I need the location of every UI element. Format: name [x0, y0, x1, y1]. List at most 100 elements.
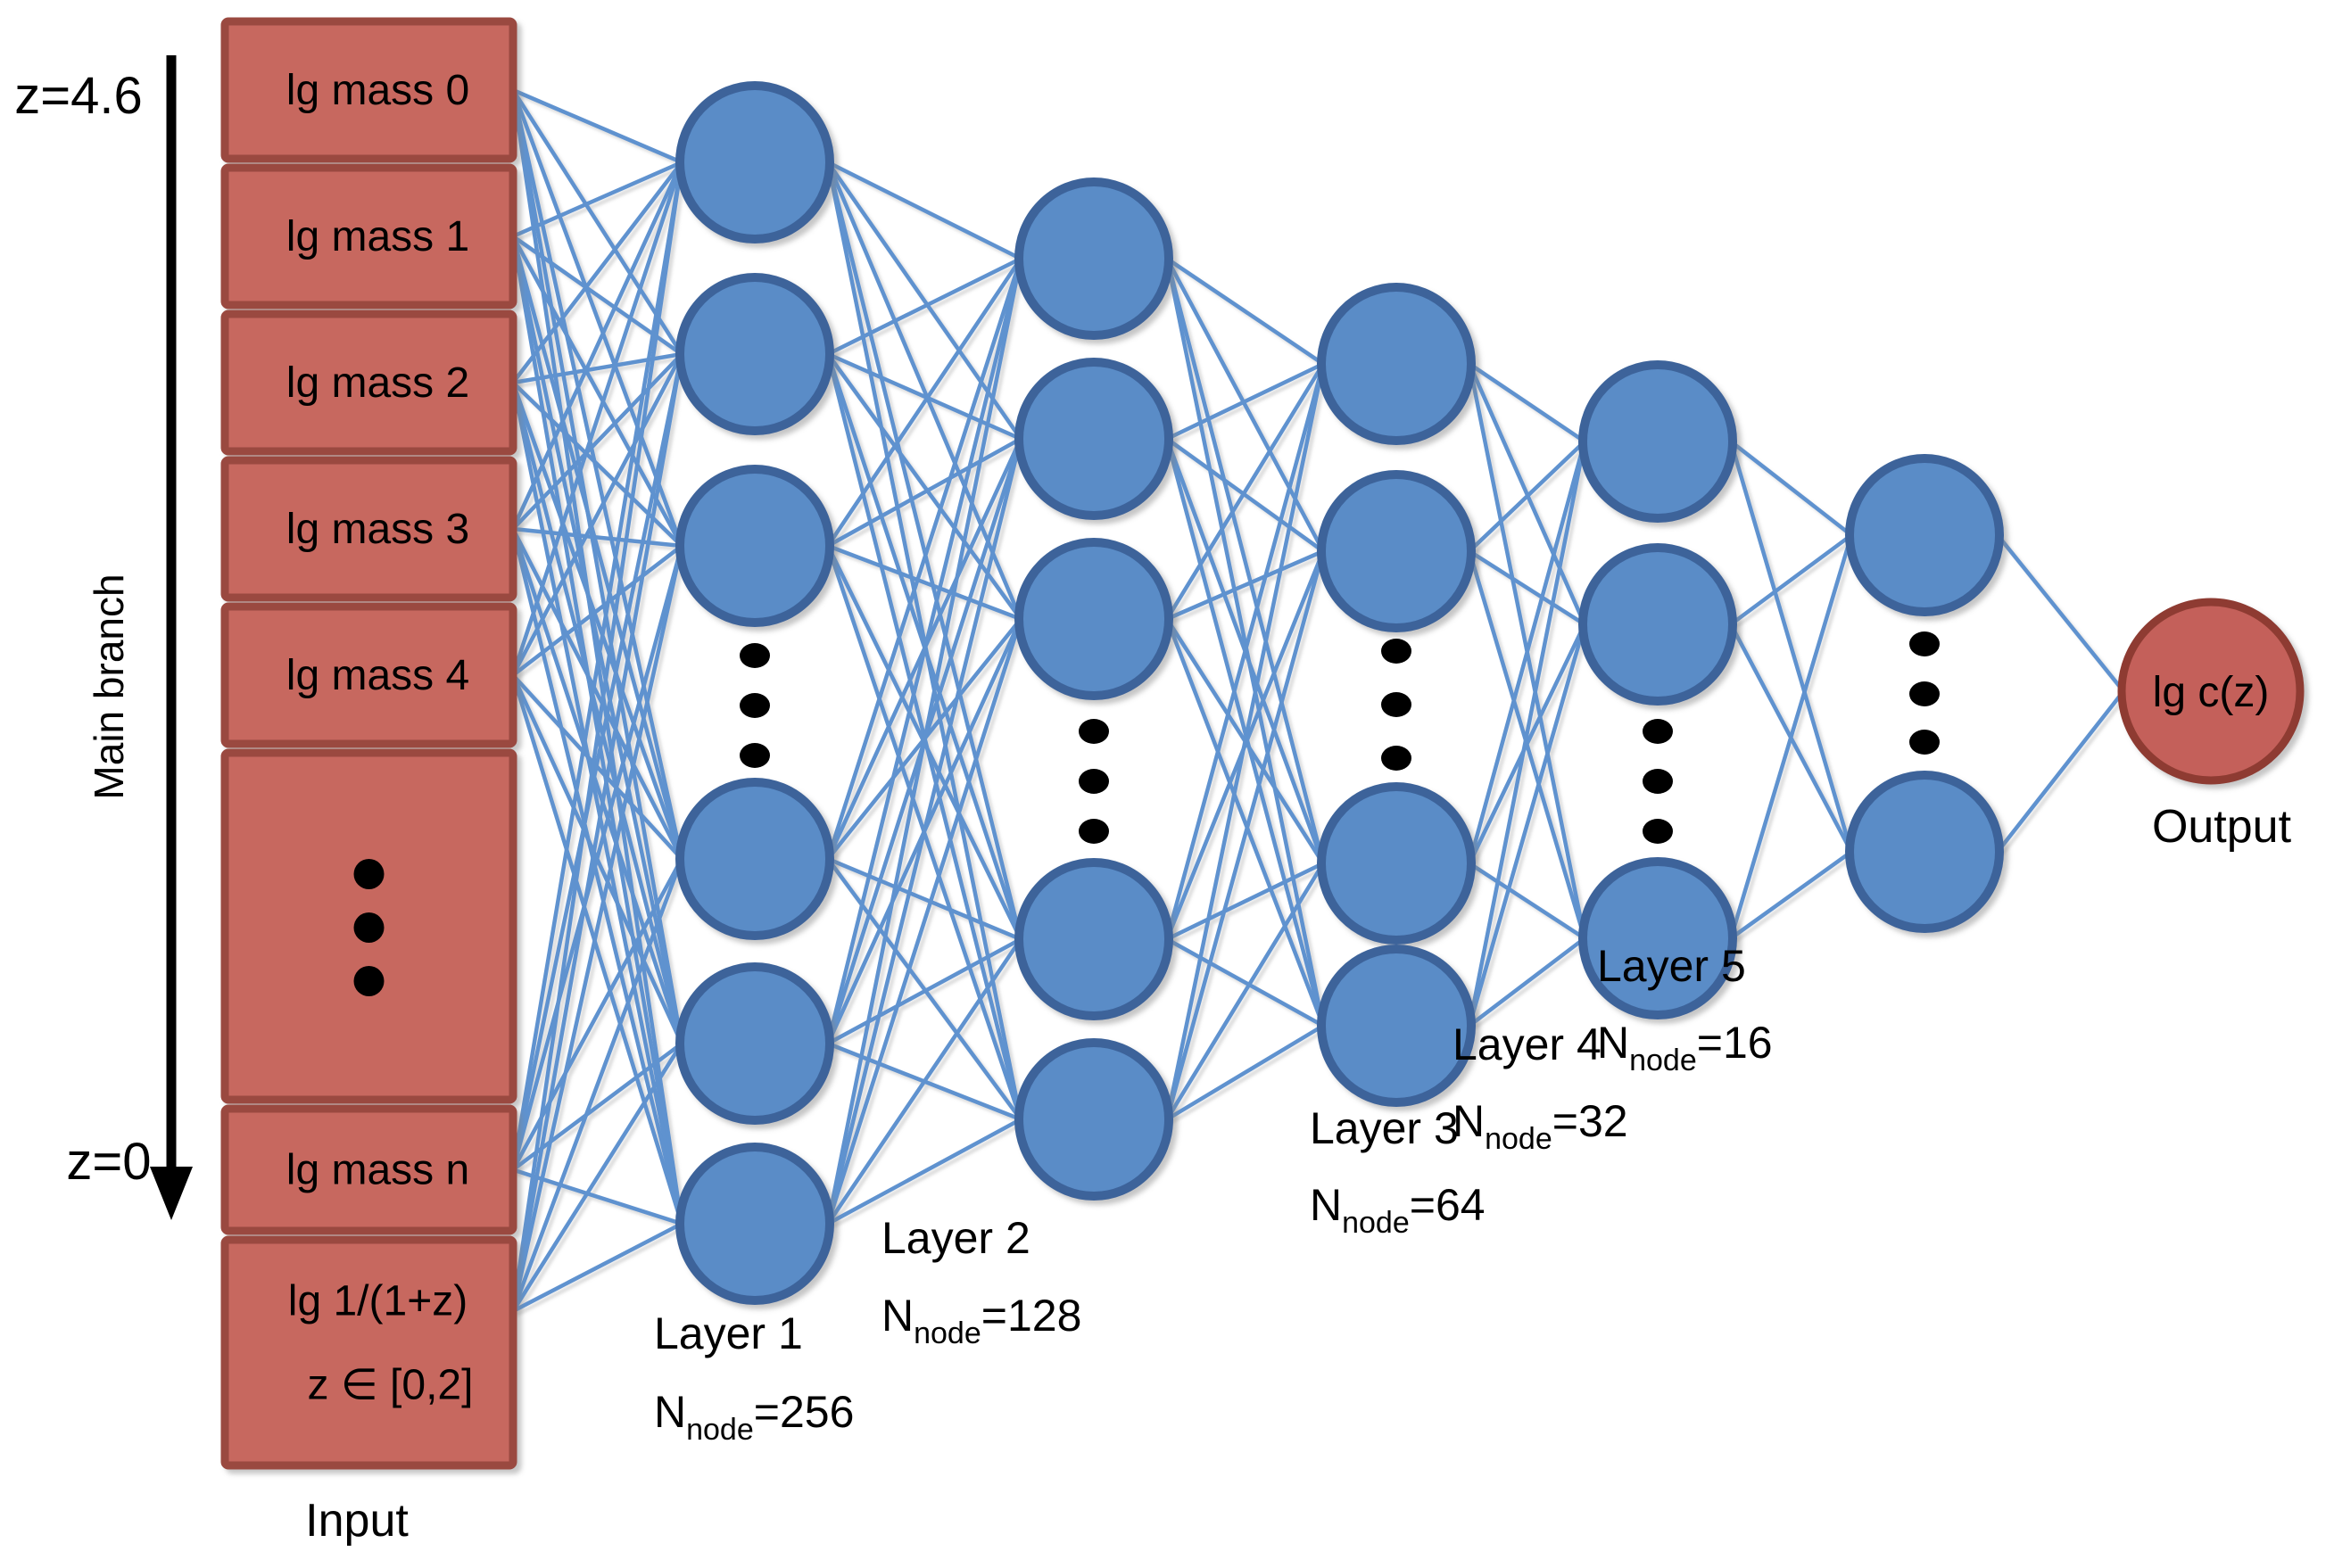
connection-line — [1729, 440, 1853, 537]
input-box — [220, 1235, 517, 1470]
connection-line — [510, 235, 684, 860]
hidden-node — [1014, 177, 1173, 340]
connection-line — [1468, 937, 1586, 1027]
hidden-node — [1317, 283, 1476, 445]
connection-line — [512, 526, 683, 549]
input-box — [220, 602, 517, 748]
connection-line — [1164, 363, 1326, 1120]
connection-line — [511, 544, 683, 677]
layer-size-symbol: N — [881, 1291, 914, 1341]
connection-line — [827, 856, 1022, 942]
connection-line — [510, 161, 684, 676]
layer-label: Layer 3 — [1310, 1103, 1459, 1153]
input-box — [220, 456, 517, 602]
connection-line — [1468, 549, 1586, 626]
ellipsis-dot — [1909, 730, 1940, 755]
ellipsis-dot — [353, 859, 385, 889]
input-box-label: lg mass 2 — [286, 359, 469, 407]
connection-line — [512, 160, 683, 239]
connection-line — [510, 545, 684, 1312]
input-box-label: lg mass n — [286, 1147, 469, 1194]
ellipsis-dot — [1381, 639, 1411, 664]
connection-line — [511, 381, 683, 548]
connection-line — [825, 161, 1023, 940]
connection-line — [510, 353, 684, 1170]
ellipsis-dot — [1079, 819, 1109, 844]
hidden-node — [1578, 360, 1737, 523]
connection-line — [826, 937, 1022, 1045]
connection-line — [1165, 362, 1325, 621]
ellipsis-dot — [353, 966, 385, 996]
layer-size-label: Nnode=32 — [1453, 1096, 1628, 1156]
layer-label: Layer 2 — [881, 1213, 1030, 1263]
connection-line — [1165, 862, 1325, 1121]
connection-line — [1166, 361, 1324, 442]
connection-line — [1468, 862, 1586, 940]
hidden-node — [1014, 858, 1173, 1020]
connection-line — [1467, 441, 1587, 1027]
ellipsis-dot — [1909, 631, 1940, 656]
layer-label: Layer 4 — [1453, 1019, 1602, 1069]
layer-size-symbol: N — [1453, 1096, 1485, 1146]
connection-line — [510, 89, 684, 1044]
layer-size-subscript: node — [1629, 1044, 1697, 1077]
ellipsis-dot — [1381, 746, 1411, 771]
hidden-node — [1845, 454, 2004, 616]
input-box — [220, 1104, 517, 1235]
layer-size-symbol: N — [1597, 1018, 1629, 1068]
connection-line — [1468, 440, 1586, 553]
output-node-label: lg c(z) — [2153, 669, 2270, 716]
hidden-node — [1014, 358, 1173, 520]
connection-line — [827, 543, 1022, 622]
connection-line — [825, 258, 1023, 860]
layer-size-label: Nnode=128 — [881, 1291, 1081, 1350]
layer-size-label: Nnode=16 — [1597, 1018, 1773, 1077]
connection-line — [510, 353, 684, 1312]
connection-line — [1165, 937, 1325, 1027]
hidden-node — [675, 465, 834, 627]
connection-line — [510, 528, 684, 1044]
connection-line — [1728, 534, 1854, 939]
connection-line — [825, 618, 1023, 1225]
layer-size-label: Nnode=256 — [654, 1387, 854, 1447]
connection-line — [511, 1042, 683, 1313]
layer-size-subscript: node — [914, 1316, 981, 1350]
layer-size-subscript: node — [1342, 1206, 1410, 1240]
connection-line — [511, 352, 683, 677]
connection-line — [510, 89, 684, 860]
connection-line — [1164, 258, 1326, 1027]
connection-line — [1729, 533, 1853, 626]
connection-line — [1165, 257, 1325, 553]
connection-line — [827, 256, 1022, 357]
input-box-label-line2: z ∈ [0,2] — [308, 1362, 474, 1409]
connection-line — [1467, 441, 1587, 864]
hidden-node — [1578, 857, 1737, 1019]
layer-size-label: Nnode=64 — [1310, 1180, 1486, 1240]
connection-line — [511, 352, 683, 531]
connection-line — [1164, 363, 1326, 940]
ellipsis-dot — [1381, 692, 1411, 717]
connection-line — [1166, 549, 1324, 622]
main-branch-label: Main branch — [86, 574, 132, 799]
hidden-node — [675, 962, 834, 1125]
ellipsis-dot — [353, 912, 385, 943]
layer-size-value: =64 — [1410, 1180, 1486, 1230]
output-node — [2117, 598, 2305, 785]
connection-line — [1166, 861, 1324, 942]
connection-line — [510, 528, 684, 1225]
connection-line — [511, 161, 683, 384]
connection-line — [510, 161, 684, 1170]
ellipsis-dot — [1909, 681, 1940, 706]
connection-line — [510, 161, 684, 1312]
connection-line — [510, 161, 684, 530]
ellipsis-dot — [1643, 769, 1673, 794]
connection-line — [1728, 441, 1854, 853]
input-box-label: lg mass 4 — [286, 652, 469, 699]
connection-line — [826, 1118, 1022, 1226]
connection-line — [1164, 258, 1326, 864]
connection-line — [1996, 533, 2125, 693]
layer-size-value: =256 — [754, 1387, 855, 1437]
input-box-label: lg mass 0 — [286, 67, 469, 114]
connection-line — [512, 87, 683, 165]
